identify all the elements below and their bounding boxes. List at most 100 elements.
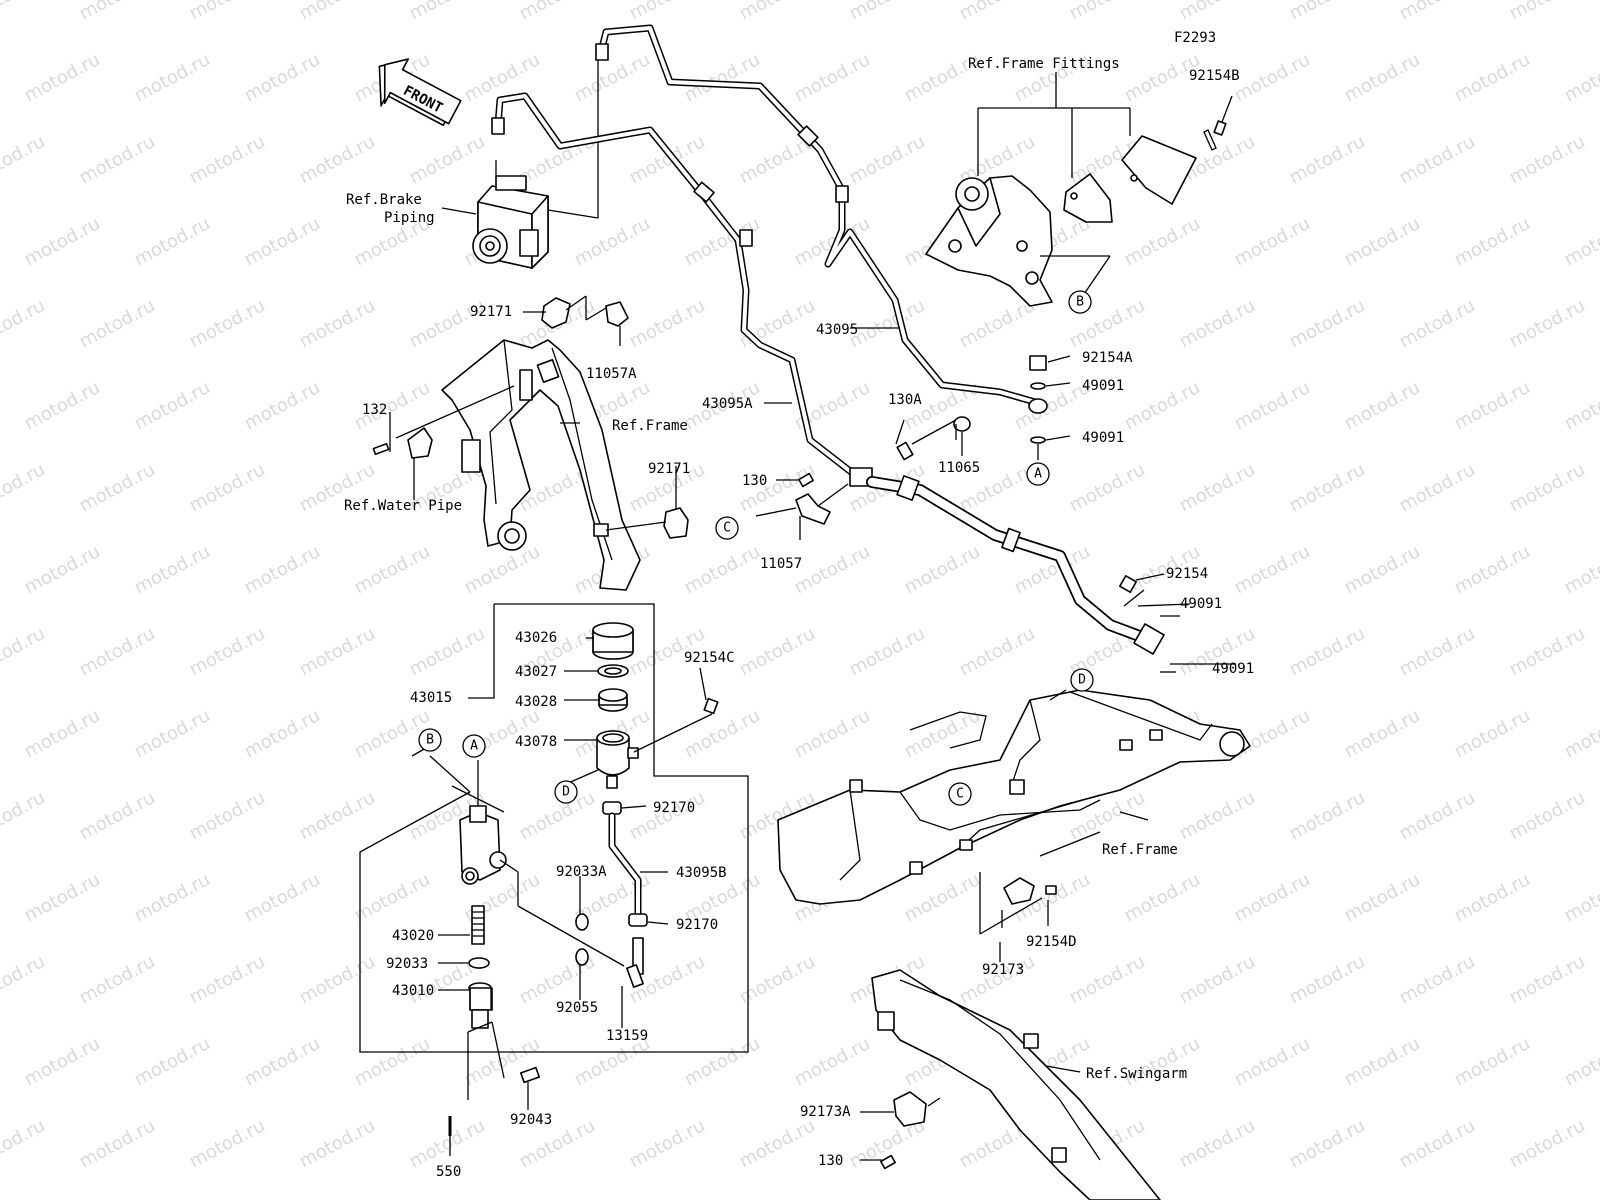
callout-a-right: A	[1026, 462, 1050, 486]
watermark-text: motod.ru	[296, 1115, 379, 1172]
watermark-text: motod.ru	[681, 1033, 764, 1090]
watermark-text: motod.ru	[1561, 377, 1600, 434]
watermark-text: motod.ru	[461, 1033, 544, 1090]
ref-brake-piping-line2: Piping	[384, 210, 435, 226]
part-label-43095B: 43095B	[676, 865, 727, 881]
part-label-92173A: 92173A	[800, 1104, 851, 1120]
watermark-text: motod.ru	[1396, 623, 1479, 680]
watermark-text: motod.ru	[1396, 131, 1479, 188]
leader-lines	[389, 311, 1236, 1161]
watermark-text: motod.ru	[1451, 377, 1534, 434]
brake-pipes	[491, 24, 1039, 487]
watermark-text: motod.ru	[0, 459, 49, 516]
part-label-92173: 92173	[982, 962, 1024, 978]
watermark-text: motod.ru	[131, 49, 214, 106]
watermark-text: motod.ru	[0, 0, 49, 24]
watermark-text: motod.ru	[406, 131, 489, 188]
master-cylinder-boxes	[359, 603, 749, 1053]
watermark-text: motod.ru	[626, 131, 709, 188]
watermark-text: motod.ru	[1176, 459, 1259, 516]
watermark-text: motod.ru	[21, 705, 104, 762]
watermark-text: motod.ru	[1231, 213, 1314, 270]
watermark-text: motod.ru	[1506, 951, 1589, 1008]
watermark-text: motod.ru	[21, 49, 104, 106]
part-label-92170-b: 92170	[676, 917, 718, 933]
watermark-text: motod.ru	[186, 131, 269, 188]
watermark-text: motod.ru	[1561, 1033, 1600, 1090]
callout-b-top: B	[1068, 290, 1092, 314]
watermark-text: motod.ru	[76, 951, 159, 1008]
watermark-text: motod.ru	[1286, 0, 1369, 24]
callout-c-frame: C	[948, 782, 972, 806]
part-label-13159: 13159	[606, 1028, 648, 1044]
watermark-text: motod.ru	[296, 787, 379, 844]
watermark-text: motod.ru	[76, 459, 159, 516]
watermark-text: motod.ru	[76, 623, 159, 680]
callout-c-left: C	[715, 516, 739, 540]
watermark-text: motod.ru	[1176, 295, 1259, 352]
watermark-text: motod.ru	[351, 1033, 434, 1090]
watermark-text: motod.ru	[406, 623, 489, 680]
svg-text:A: A	[470, 739, 478, 754]
watermark-text: motod.ru	[1506, 295, 1589, 352]
watermark-text: motod.ru	[1341, 541, 1424, 598]
watermark-text: motod.ru	[1341, 869, 1424, 926]
part-label-43020: 43020	[392, 928, 434, 944]
watermark-text: motod.ru	[131, 1033, 214, 1090]
watermark-text: motod.ru	[76, 0, 159, 24]
watermark-text: motod.ru	[1341, 49, 1424, 106]
part-label-92043: 92043	[510, 1112, 552, 1128]
callout-a-cylinder: A	[462, 734, 486, 758]
part-label-92154D: 92154D	[1026, 934, 1077, 950]
watermark-text: motod.ru	[241, 49, 324, 106]
svg-text:B: B	[426, 733, 434, 748]
watermark-text: motod.ru	[1286, 623, 1369, 680]
watermark-text: motod.ru	[241, 213, 324, 270]
watermark-text: motod.ru	[76, 787, 159, 844]
watermark-text: motod.ru	[186, 295, 269, 352]
watermark-text: motod.ru	[241, 1033, 324, 1090]
svg-text:C: C	[723, 521, 731, 536]
part-label-92033: 92033	[386, 956, 428, 972]
watermark-text: motod.ru	[1286, 459, 1369, 516]
watermark-text: motod.ru	[1341, 1033, 1424, 1090]
part-label-130A: 130A	[888, 392, 922, 408]
watermark-text: motod.ru	[1176, 0, 1259, 24]
watermark-text: motod.ru	[1451, 869, 1534, 926]
watermark-text: motod.ru	[1286, 131, 1369, 188]
part-label-92170-a: 92170	[653, 800, 695, 816]
watermark-text: motod.ru	[736, 0, 819, 24]
watermark-text: motod.ru	[1506, 787, 1589, 844]
part-label-43095A: 43095A	[702, 396, 753, 412]
ref-frame-fittings: Ref.Frame Fittings	[968, 56, 1120, 72]
watermark-text: motod.ru	[1286, 951, 1369, 1008]
watermark-text: motod.ru	[846, 0, 929, 24]
watermark-text: motod.ru	[0, 295, 49, 352]
part-label-49091-c: 49091	[1180, 596, 1222, 612]
part-label-49091-a: 49091	[1082, 378, 1124, 394]
watermark-text: motod.ru	[846, 131, 929, 188]
callout-b-cylinder: B	[418, 728, 442, 752]
watermark-text: motod.ru	[1561, 541, 1600, 598]
part-label-43095: 43095	[816, 322, 858, 338]
watermark-text: motod.ru	[0, 131, 49, 188]
watermark-text: motod.ru	[1451, 1033, 1534, 1090]
watermark-text: motod.ru	[296, 0, 379, 24]
watermark-text: motod.ru	[516, 0, 599, 24]
watermark-text: motod.ru	[21, 869, 104, 926]
front-arrow-icon: FRONT	[378, 58, 462, 127]
watermark-text: motod.ru	[1231, 1033, 1314, 1090]
watermark-text: motod.ru	[1341, 377, 1424, 434]
part-labels: F2293 92154B 92171 11057A 132 43095 9215…	[344, 30, 1254, 1180]
watermark-text: motod.ru	[0, 623, 49, 680]
svg-text:D: D	[562, 785, 570, 800]
watermark-text: motod.ru	[956, 951, 1039, 1008]
watermark-text: motod.ru	[1066, 459, 1149, 516]
watermark-text: motod.ru	[956, 295, 1039, 352]
watermark-text: motod.ru	[241, 705, 324, 762]
watermark-text: motod.ru	[0, 1115, 49, 1172]
part-label-49091-b: 49091	[1082, 430, 1124, 446]
part-label-11057: 11057	[760, 556, 802, 572]
watermark-text: motod.ru	[1451, 49, 1534, 106]
